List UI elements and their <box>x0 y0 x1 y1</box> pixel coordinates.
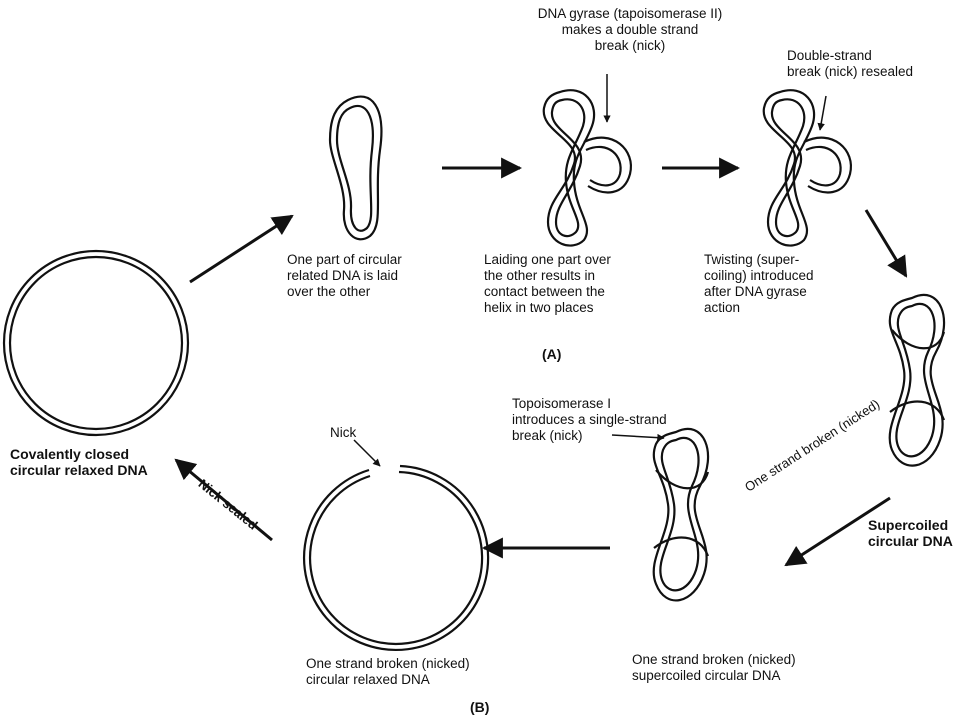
topo1-label: Topoisomerase I introduces a single-stra… <box>512 396 667 444</box>
resealed-pointer-arrow <box>820 96 826 130</box>
crossed-dna <box>544 90 631 245</box>
arrow-relaxed-to-bent <box>190 216 292 282</box>
nick-label: Nick <box>330 425 356 441</box>
supercoiled-label: Supercoiled circular DNA <box>868 517 953 549</box>
nicked-relaxed-label: One strand broken (nicked) circular rela… <box>306 656 470 688</box>
nick-pointer-arrow <box>354 440 380 466</box>
relaxed-circular-dna <box>4 251 188 435</box>
twisted-dna <box>764 90 851 245</box>
relaxed-dna-label: Covalently closed circular relaxed DNA <box>10 446 148 478</box>
resealed-label: Double-strand break (nick) resealed <box>787 48 913 80</box>
nicked-supercoiled-dna <box>654 429 708 601</box>
panel-a-label: (A) <box>542 346 561 362</box>
bent-dna <box>330 97 381 240</box>
arrow-twisted-to-supercoiled <box>866 210 906 276</box>
gyrase-label: DNA gyrase (tapoisomerase II) makes a do… <box>510 6 750 54</box>
nicked-relaxed-dna <box>304 466 488 650</box>
step2-label: Laiding one part over the other results … <box>484 252 611 316</box>
step1-label: One part of circular related DNA is laid… <box>287 252 402 300</box>
supercoiled-dna <box>890 295 944 466</box>
nicked-supercoiled-label: One strand broken (nicked) supercoiled c… <box>632 652 796 684</box>
panel-b-label: (B) <box>470 699 489 715</box>
step3-label: Twisting (super- coiling) introduced aft… <box>704 252 814 316</box>
